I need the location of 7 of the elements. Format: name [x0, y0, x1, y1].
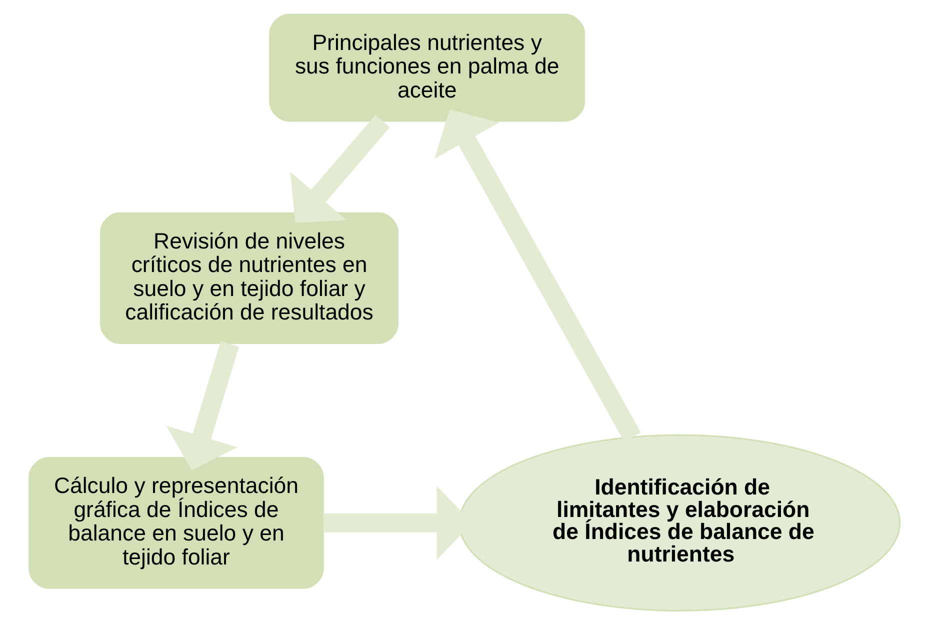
arrow — [290, 114, 390, 223]
node-box: Revisión de niveles críticos de nutrientes en suelo y en tejido foliar y calificación de resultados — [100, 212, 399, 344]
node-box: Cálculo y representación gráfica de Índices de balance en suelo y en tejido foliar — [28, 457, 324, 589]
arrow — [434, 110, 641, 442]
node-ellipse: Identificación de limitantes y elaboración de Índices de balance de nutrientes — [458, 434, 901, 612]
node-box: Principales nutrientes y sus funciones en palma de aceite — [269, 14, 586, 122]
arrow — [166, 341, 239, 470]
